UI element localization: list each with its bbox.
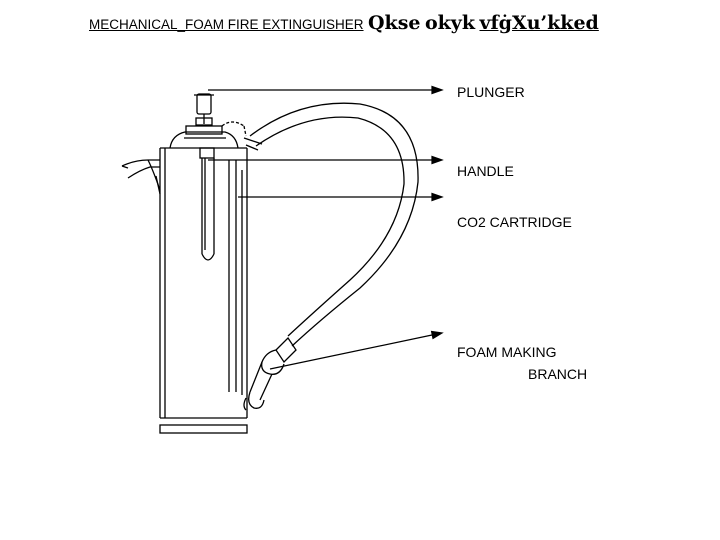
title-hindi-word-3: vfġXu’kked bbox=[479, 12, 599, 34]
foam-making-branch bbox=[243, 336, 297, 411]
plunger-arrow bbox=[208, 85, 444, 95]
title-hindi-word-1: Qkse bbox=[368, 12, 421, 34]
co2-cartridge-arrow bbox=[238, 192, 444, 202]
handle-arrow bbox=[208, 155, 444, 165]
plunger-assembly bbox=[185, 93, 247, 159]
co2-cartridge bbox=[201, 158, 215, 261]
extinguisher-body bbox=[121, 131, 248, 434]
label-co2-cartridge: CO2 CARTRIDGE bbox=[457, 214, 572, 230]
hose bbox=[243, 102, 419, 347]
label-plunger: PLUNGER bbox=[457, 84, 525, 100]
label-branch: BRANCH bbox=[528, 366, 588, 382]
title-english: MECHANICAL_FOAM FIRE EXTINGUISHER bbox=[89, 17, 364, 32]
label-foam-making: FOAM MAKING bbox=[457, 344, 557, 360]
label-handle: HANDLE bbox=[457, 163, 514, 179]
title-hindi-word-2: okyk bbox=[424, 12, 476, 34]
page-title: MECHANICAL_FOAM FIRE EXTINGUISHER Qkse o… bbox=[89, 14, 599, 33]
foam-branch-arrow bbox=[269, 330, 444, 370]
